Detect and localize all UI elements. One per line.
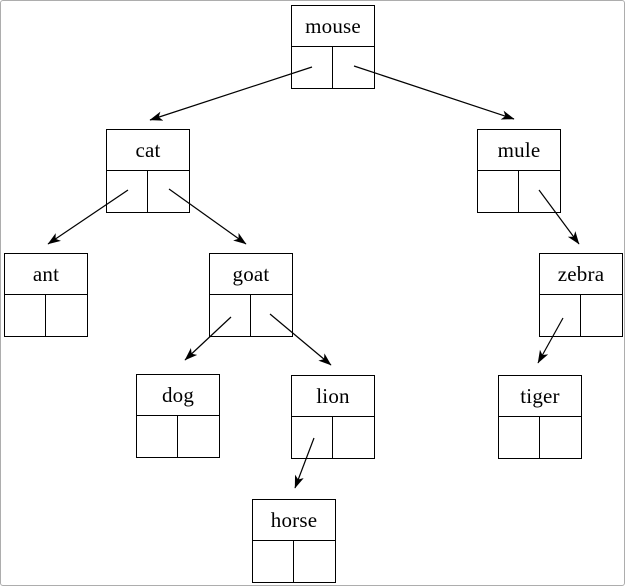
left-pointer-cell <box>292 47 333 88</box>
tree-node-tiger: tiger <box>498 375 582 459</box>
left-pointer-cell <box>478 171 519 212</box>
tree-node-mouse: mouse <box>291 5 375 89</box>
node-label: cat <box>107 130 189 171</box>
left-pointer-cell <box>107 171 148 212</box>
tree-node-goat: goat <box>209 253 293 337</box>
pointer-row <box>137 416 219 457</box>
pointer-row <box>253 541 335 582</box>
pointer-row <box>107 171 189 212</box>
tree-node-mule: mule <box>477 129 561 213</box>
tree-node-dog: dog <box>136 374 220 458</box>
left-pointer-cell <box>292 417 333 458</box>
right-pointer-cell <box>178 416 219 457</box>
node-label: lion <box>292 376 374 417</box>
left-pointer-cell <box>540 295 581 336</box>
right-pointer-cell <box>333 417 374 458</box>
tree-node-zebra: zebra <box>539 253 623 337</box>
node-label: horse <box>253 500 335 541</box>
left-pointer-cell <box>253 541 294 582</box>
arrow-mouse-right-to-mule <box>353 65 515 120</box>
left-pointer-cell <box>499 417 540 458</box>
right-pointer-cell <box>294 541 335 582</box>
pointer-row <box>210 295 292 336</box>
node-label: mouse <box>292 6 374 47</box>
right-pointer-cell <box>46 295 87 336</box>
left-pointer-cell <box>5 295 46 336</box>
tree-node-ant: ant <box>4 253 88 337</box>
right-pointer-cell <box>581 295 622 336</box>
pointer-row <box>5 295 87 336</box>
tree-node-horse: horse <box>252 499 336 583</box>
node-label: ant <box>5 254 87 295</box>
right-pointer-cell <box>540 417 581 458</box>
left-pointer-cell <box>210 295 251 336</box>
tree-node-lion: lion <box>291 375 375 459</box>
pointer-row <box>292 417 374 458</box>
right-pointer-cell <box>519 171 560 212</box>
node-label: goat <box>210 254 292 295</box>
arrow-mouse-left-to-cat <box>149 66 313 121</box>
pointer-row <box>478 171 560 212</box>
node-label: tiger <box>499 376 581 417</box>
node-label: mule <box>478 130 560 171</box>
right-pointer-cell <box>333 47 374 88</box>
pointer-row <box>292 47 374 88</box>
right-pointer-cell <box>148 171 189 212</box>
tree-node-cat: cat <box>106 129 190 213</box>
left-pointer-cell <box>137 416 178 457</box>
node-label: zebra <box>540 254 622 295</box>
pointer-row <box>540 295 622 336</box>
pointer-row <box>499 417 581 458</box>
node-label: dog <box>137 375 219 416</box>
right-pointer-cell <box>251 295 292 336</box>
